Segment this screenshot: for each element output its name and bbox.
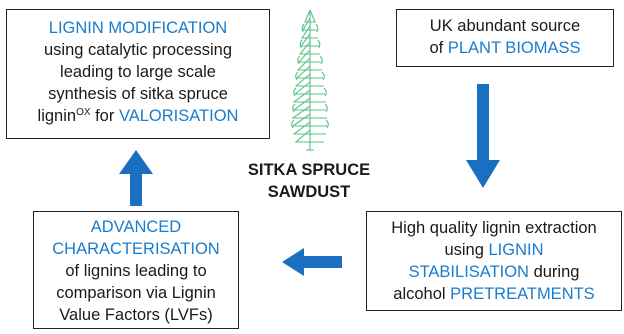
for-word: for <box>90 107 119 125</box>
arrow-down-icon <box>466 84 500 188</box>
box-text-line: High quality lignin extraction <box>391 219 597 237</box>
alcohol-word: alcohol <box>393 285 451 303</box>
during-word: during <box>528 263 580 281</box>
box-text-line: using catalytic processing <box>43 41 232 59</box>
of-word: of <box>429 39 448 57</box>
box-text-line: synthesis of sitka spruce <box>48 85 228 103</box>
pretreatments-keyword: PRETREATMENTS <box>450 285 595 303</box>
advanced-heading: ADVANCED <box>90 218 182 236</box>
lignin-modification-box: LIGNIN MODIFICATION using catalytic proc… <box>6 9 270 139</box>
center-title-line: SAWDUST <box>267 183 351 201</box>
characterisation-heading: CHARACTERISATION <box>52 240 220 258</box>
plant-biomass-keyword: PLANT BIOMASS <box>447 39 581 57</box>
stabilisation-keyword: STABILISATION <box>408 263 529 281</box>
lignin-extraction-box: High quality lignin extraction using LIG… <box>366 211 622 311</box>
center-title-line: SITKA SPRUCE <box>247 161 371 179</box>
box-text-line: of lignins leading to <box>65 262 207 280</box>
lignin-keyword: LIGNIN <box>488 241 544 259</box>
box-text-line: STABILISATION during <box>367 261 621 283</box>
box-text-line: ligninOX for VALORISATION <box>7 105 269 127</box>
spruce-tree-icon <box>291 9 329 151</box>
box-text-line: alcohol PRETREATMENTS <box>367 283 621 305</box>
box-text-line: comparison via Lignin <box>56 284 216 302</box>
advanced-characterisation-box: ADVANCED CHARACTERISATION of lignins lea… <box>33 211 239 329</box>
box-text-line: UK abundant source <box>429 17 581 35</box>
box-text-line: Value Factors (LVFs) <box>59 306 213 324</box>
box-text-line: leading to large scale <box>60 63 216 81</box>
sitka-spruce-sawdust-title: SITKA SPRUCE SAWDUST <box>236 159 382 203</box>
ox-superscript: OX <box>76 107 91 118</box>
arrow-left-icon <box>282 248 342 276</box>
valorisation-keyword: VALORISATION <box>118 107 239 125</box>
plant-biomass-box: UK abundant source of PLANT BIOMASS <box>396 9 614 67</box>
lignin-modification-heading: LIGNIN MODIFICATION <box>48 19 228 37</box>
box-text-line: using LIGNIN <box>367 239 621 261</box>
box-text-line: of PLANT BIOMASS <box>397 37 613 59</box>
arrow-up-icon <box>119 150 153 206</box>
lignin-word: lignin <box>37 107 77 125</box>
using-word: using <box>444 241 489 259</box>
